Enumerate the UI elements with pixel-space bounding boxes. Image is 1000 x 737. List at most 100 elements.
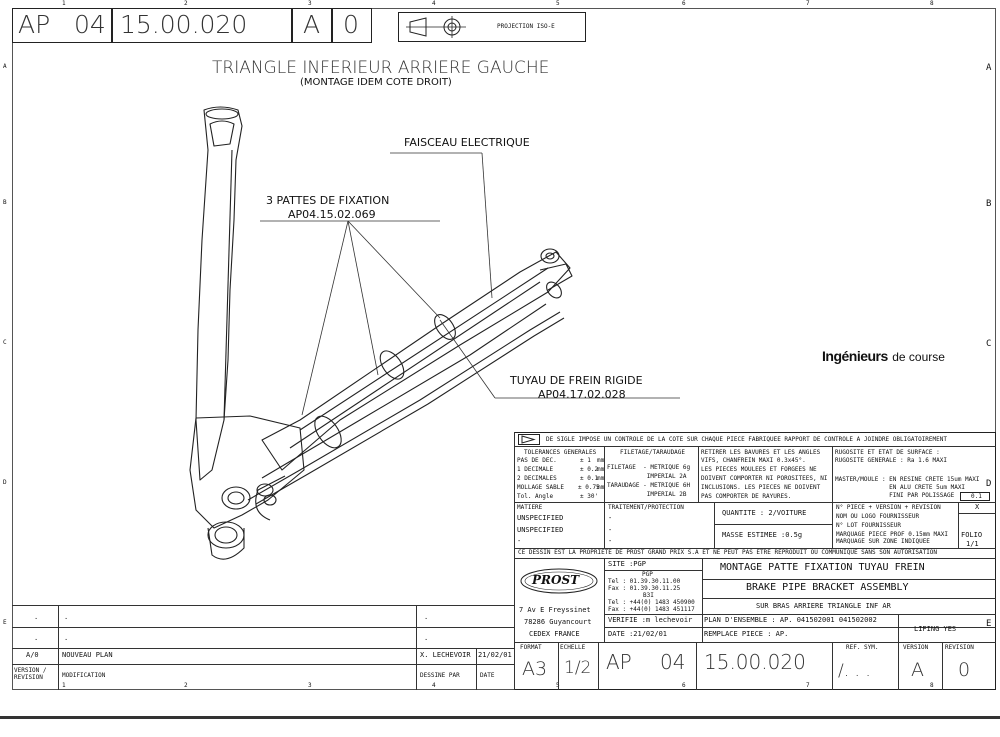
traitement-label: TRAITEMENT/PROTECTION xyxy=(608,504,684,511)
grid-number: 4 xyxy=(432,0,436,7)
matiere-value: - xyxy=(517,537,522,545)
property-notice: CE DESSIN EST LA PROPRIETE DE PROST GRAN… xyxy=(518,549,938,556)
part-group: 04 xyxy=(74,10,106,39)
label-brackets-ref: AP04.15.02.069 xyxy=(288,208,376,221)
grid-number: 1 xyxy=(62,682,66,689)
prost-logo-icon xyxy=(520,568,598,594)
format-value: A3 xyxy=(522,658,548,680)
grid-letter: C xyxy=(986,339,992,349)
part-revision: 0 xyxy=(343,10,359,39)
label-pipe-ref: AP04.17.02.028 xyxy=(538,388,626,401)
marking-x: X xyxy=(975,503,980,511)
revision-dessine: X. LECHEVOIR xyxy=(420,651,471,659)
tolerances-title: TOLERANCES GENERALES xyxy=(524,449,597,456)
grid-letter: C xyxy=(3,339,7,346)
projection-label: PROJECTION ISO-E xyxy=(497,23,555,30)
date-label: DATE xyxy=(480,672,495,679)
grid-number: 5 xyxy=(556,682,560,689)
part-prefix: AP xyxy=(18,10,51,39)
ingenieurs-stamp: Ingénieurs de course xyxy=(822,348,945,366)
grid-number: 1 xyxy=(62,0,66,7)
grid-letter: B xyxy=(3,199,7,206)
echelle-label: ECHELLE xyxy=(560,644,586,651)
drawing-title: TRIANGLE INFERIEUR ARRIERE GAUCHE xyxy=(212,58,550,78)
site-label: SITE :PGP xyxy=(608,560,646,568)
plan-ensemble: PLAN D'ENSEMBLE : AP. 041502001 04150200… xyxy=(704,616,877,624)
stamp-rest: de course xyxy=(892,350,945,364)
grid-number: 6 xyxy=(682,682,686,689)
matiere-value: UNSPECIFIED xyxy=(517,514,564,522)
label-harness: FAISCEAU ELECTRIQUE xyxy=(404,136,530,149)
part-version: A xyxy=(303,10,321,39)
grid-letter: D xyxy=(986,479,992,489)
echelle-value: 1/2 xyxy=(564,658,592,678)
bottom-number: 15.00.020 xyxy=(704,650,806,674)
filetage-title: FILETAGE/TARAUDAGE xyxy=(620,449,686,456)
title-sub: SUR BRAS ARRIERE TRIANGLE INF AR xyxy=(756,602,891,610)
grid-number: 3 xyxy=(308,0,312,7)
remplace: REMPLACE PIECE : AP. xyxy=(704,630,789,638)
ref-sym-value: /. . . xyxy=(838,661,871,681)
grid-letter: E xyxy=(3,619,7,626)
version-value: A xyxy=(911,659,924,681)
drawing-border xyxy=(12,8,996,690)
grid-letter: A xyxy=(3,63,7,70)
folio-value: 1/1 xyxy=(966,540,979,548)
grid-number: 4 xyxy=(432,682,436,689)
ref-sym-label: REF. SYM. xyxy=(846,644,879,651)
verifie: VERIFIE :m lechevoir xyxy=(608,616,693,624)
grid-number: 5 xyxy=(556,0,560,7)
version-revision-label: VERSION / REVISION xyxy=(14,667,47,681)
revision-date: 21/02/01 xyxy=(478,651,512,659)
grid-number: 8 xyxy=(930,682,934,689)
traitement-value: - xyxy=(608,526,613,534)
revision-label: REVISION xyxy=(945,644,974,651)
title-fr: MONTAGE PATTE FIXATION TUYAU FREIN xyxy=(720,562,925,573)
grid-number: 7 xyxy=(806,682,810,689)
grid-number: 2 xyxy=(184,0,188,7)
grid-number: 3 xyxy=(308,682,312,689)
format-label: FORMAT xyxy=(520,644,542,651)
matiere-value: UNSPECIFIED xyxy=(517,526,564,534)
bottom-group: 04 xyxy=(660,650,686,674)
grid-number: 6 xyxy=(682,0,686,7)
grid-letter: E xyxy=(986,619,992,629)
bottom-prefix: AP xyxy=(606,650,632,674)
grid-number: 8 xyxy=(930,0,934,7)
folio-label: FOLIO xyxy=(961,531,983,539)
dessine-label: DESSINE PAR xyxy=(420,672,460,679)
stamp-bold: Ingénieurs xyxy=(822,348,888,364)
version-label: VERSION xyxy=(903,644,929,651)
matiere-label: MATIERE xyxy=(517,504,543,511)
grid-letter: B xyxy=(986,199,992,209)
drawing-subtitle: (MONTAGE IDEM COTE DROIT) xyxy=(300,77,452,88)
grid-letter: D xyxy=(3,479,7,486)
revision-value: 0 xyxy=(958,659,971,681)
company-address: 78286 Guyancourt xyxy=(524,618,592,626)
quantite: QUANTITE : 2/VOITURE xyxy=(722,509,807,517)
sigle-triangle-icon xyxy=(518,434,540,445)
label-brackets: 3 PATTES DE FIXATION xyxy=(266,194,390,207)
revision-code: A/0 xyxy=(26,651,39,659)
sigle-text: DE SIGLE IMPOSE UN CONTROLE DE LA COTE S… xyxy=(546,436,947,443)
company-address: 7 Av E Freyssinet xyxy=(519,606,591,614)
projection-symbol-icon xyxy=(406,16,466,38)
grid-number: 7 xyxy=(806,0,810,7)
modification-label: MODIFICATION xyxy=(62,672,106,679)
title-en: BRAKE PIPE BRACKET ASSEMBLY xyxy=(746,582,909,593)
lifing: LIFING YES xyxy=(914,625,957,633)
label-pipe: TUYAU DE FREIN RIGIDE xyxy=(510,374,643,387)
traitement-value: - xyxy=(608,514,613,522)
scan-edge-line xyxy=(0,716,1000,719)
prost-logo-text: PROST xyxy=(532,573,580,587)
grid-letter: A xyxy=(986,63,992,73)
traitement-value: - xyxy=(608,537,613,545)
company-address: CEDEX FRANCE xyxy=(529,630,580,638)
masse: MASSE ESTIMEE :0.5g xyxy=(722,531,803,539)
revision-modification: NOUVEAU PLAN xyxy=(62,651,113,659)
rugosite-box: 0.1 xyxy=(960,492,990,501)
grid-number: 2 xyxy=(184,682,188,689)
date: DATE :21/02/01 xyxy=(608,630,668,638)
part-number: 15.00.020 xyxy=(120,10,248,39)
